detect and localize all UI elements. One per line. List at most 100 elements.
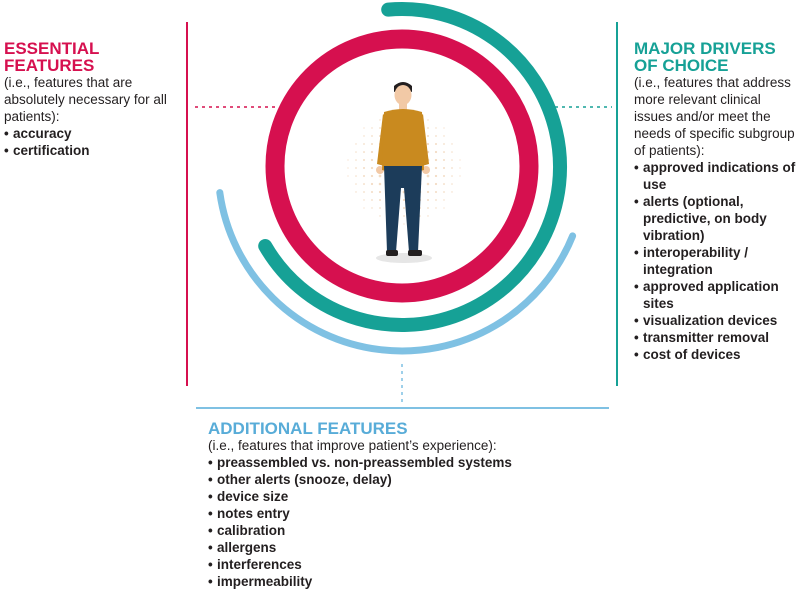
essential-list: accuracy certification [4,125,182,159]
background-dot [378,190,382,194]
background-dot [402,198,406,202]
list-item: certification [4,142,182,159]
background-dot [426,190,430,194]
background-dot [434,182,438,186]
list-item: approved application sites [634,278,797,312]
person-figure [376,82,432,263]
background-dot [363,191,365,193]
background-dot [426,174,430,178]
background-dot [363,151,365,153]
background-dot [443,183,445,185]
drivers-description: (i.e., features that address more releva… [634,75,795,158]
background-dot [427,127,429,129]
background-dot [435,207,437,209]
essential-title-line1: ESSENTIAL [4,39,100,58]
person-left-shoe [386,250,398,256]
background-dot [371,135,373,137]
background-dot [427,215,429,217]
essential-features-ring [265,29,539,303]
list-item: transmitter removal [634,329,797,346]
background-dot [443,135,445,137]
background-dot [434,158,438,162]
background-dot [379,207,381,209]
background-dot [371,143,373,145]
background-dot [371,207,373,209]
background-dot [347,159,349,161]
additional-title: ADDITIONAL FEATURES [208,419,408,438]
background-dot [370,174,374,178]
background-dot [347,175,349,177]
background-dot [435,191,437,193]
background-dot [355,159,357,161]
background-dot [443,127,445,129]
background-dot [451,183,453,185]
background-dot [459,159,461,161]
background-dot [451,151,453,153]
background-dot [443,143,445,145]
list-item: accuracy [4,125,182,142]
background-dot [403,223,405,225]
background-dot [451,159,453,161]
background-dot [434,174,438,178]
background-dot [427,135,429,137]
person-shadow [376,253,432,263]
list-item: impermeability [208,573,608,590]
additional-description: (i.e., features that improve patient’s e… [208,438,497,453]
background-dot [435,135,437,137]
list-item: interferences [208,556,608,573]
person-pants [384,166,422,252]
person-shirt [382,109,424,173]
list-item: allergens [208,539,608,556]
background-dot [426,142,430,146]
background-dot [371,127,373,129]
list-item: other alerts (snooze, delay) [208,471,608,488]
person-right-hand [422,166,430,174]
background-dot [355,143,357,145]
person-right-shoe [408,250,422,256]
essential-description: (i.e., features that are absolutely nece… [4,75,167,124]
background-dot [363,175,365,177]
background-dot [451,175,453,177]
background-dot [434,166,438,170]
list-item: notes entry [208,505,608,522]
background-dot [434,150,438,154]
essential-features-panel: ESSENTIAL FEATURES (i.e., features that … [4,40,182,159]
background-dot [363,199,365,201]
background-dot [459,167,461,169]
list-item: alerts (optional, predictive, on body vi… [634,193,797,244]
background-dot [443,175,445,177]
drivers-title-line2: OF CHOICE [634,56,729,75]
person-head [394,85,412,105]
major-drivers-ring [258,2,568,332]
list-item: cost of devices [634,346,797,363]
background-dot [379,215,381,217]
background-dot [443,151,445,153]
background-dot [355,191,357,193]
background-dot [443,199,445,201]
background-dot [435,199,437,201]
additional-features-ring [216,189,577,355]
background-dot [451,143,453,145]
background-dot [355,175,357,177]
drivers-title-line1: MAJOR DRIVERS [634,39,776,58]
background-dot [379,127,381,129]
background-dot [363,143,365,145]
list-item: approved indications of use [634,159,797,193]
background-dot [451,167,453,169]
list-item: preassembled vs. non-preassembled system… [208,454,608,471]
background-dot [426,182,430,186]
list-item: interoperability / integration [634,244,797,278]
background-dot [427,207,429,209]
background-dot [370,166,374,170]
background-dot [378,182,382,186]
background-dot [371,191,373,193]
background-dot [403,207,405,209]
background-dot [347,167,349,169]
background-dot [443,207,445,209]
background-dot [443,159,445,161]
background-dot [363,159,365,161]
drivers-list: approved indications of use alerts (opti… [634,159,797,363]
background-dot [355,167,357,169]
background-dot [363,207,365,209]
